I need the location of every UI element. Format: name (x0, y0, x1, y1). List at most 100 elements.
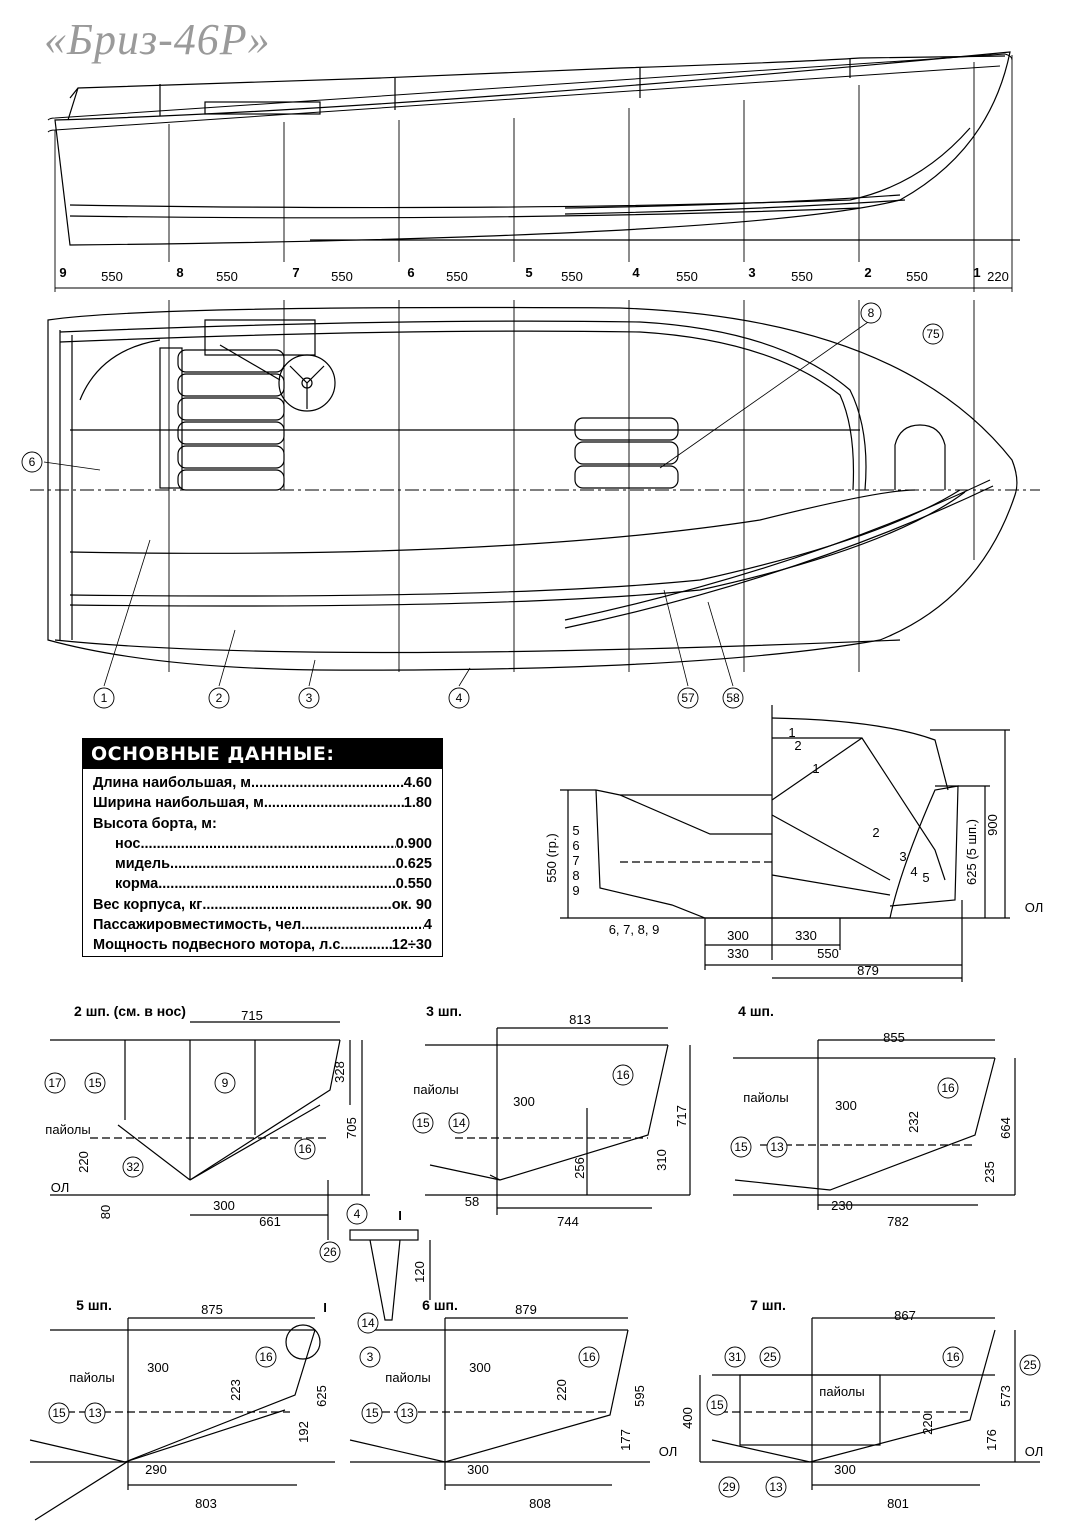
bp-frame-left: 6 (572, 838, 579, 853)
dim: 120 (412, 1261, 427, 1283)
bp-frame-right: 5 (922, 870, 929, 885)
bp-dim: 550 (817, 946, 839, 961)
dim: 705 (344, 1117, 359, 1139)
bp-dim: 330 (727, 946, 749, 961)
fender-blocks (47, 53, 1013, 133)
dim: 573 (998, 1385, 1013, 1407)
bp-ol: ОЛ (1025, 900, 1044, 915)
callout: 17 (48, 1076, 62, 1090)
bp-frame-right: 3 (899, 849, 906, 864)
bp-bottom-label: 6, 7, 8, 9 (609, 922, 660, 937)
callout: 15 (734, 1140, 748, 1154)
station-spacing: 550 (446, 269, 468, 284)
station-number: 2 (864, 265, 871, 280)
station-spacing: 550 (676, 269, 698, 284)
callout: 15 (52, 1406, 66, 1420)
station-number: 7 (292, 265, 299, 280)
station-number: 3 (748, 265, 755, 280)
bp-frame-right: 2 (794, 738, 801, 753)
callout: 32 (126, 1160, 140, 1174)
label: пайолы (413, 1082, 458, 1097)
section-3 (425, 1027, 691, 1215)
dim: 875 (201, 1302, 223, 1317)
dim: 220 (76, 1151, 91, 1173)
label: ОЛ (1025, 1444, 1044, 1459)
callout-1: 1 (101, 691, 108, 705)
callout: 15 (710, 1398, 724, 1412)
section-title: 2 шп. (см. в нос) (74, 1003, 186, 1019)
bp-dim-vert: 550 (гр.) (544, 833, 559, 883)
spec-row: Высота борта, м: (93, 815, 217, 832)
callout: 25 (763, 1350, 777, 1364)
section-7 (699, 1317, 1040, 1490)
dim: 256 (572, 1157, 587, 1179)
dim: 300 (469, 1360, 491, 1375)
spec-row: мидель0.625 (93, 854, 432, 874)
station-number: 1 (973, 265, 980, 280)
station-number: 5 (525, 265, 532, 280)
dim: 290 (145, 1462, 167, 1477)
callout: 13 (770, 1140, 784, 1154)
station-spacing: 550 (906, 269, 928, 284)
callout: 14 (452, 1116, 466, 1130)
bp-frame-right: 1 (788, 725, 795, 740)
callout-2: 2 (216, 691, 223, 705)
station-spacing-last: 220 (987, 269, 1009, 284)
callout: 29 (722, 1480, 736, 1494)
label: пайолы (819, 1384, 864, 1399)
dim: 661 (259, 1214, 281, 1229)
detail-marker: I (323, 1300, 327, 1315)
dim: 664 (998, 1117, 1013, 1139)
callout: 4 (354, 1207, 361, 1221)
dim: 625 (314, 1385, 329, 1407)
spec-row: Вес корпуса, кг ок. 90 (93, 895, 432, 915)
callout-3: 3 (306, 691, 313, 705)
callout: 13 (400, 1406, 414, 1420)
callout: 25 (1023, 1358, 1037, 1372)
station-number: 6 (407, 265, 414, 280)
callout: 15 (88, 1076, 102, 1090)
label: ОЛ (51, 1180, 70, 1195)
detail-title: I (398, 1208, 402, 1223)
bp-dim: 330 (795, 928, 817, 943)
callout: 3 (367, 1350, 374, 1364)
dim: 177 (618, 1429, 633, 1451)
label: пайолы (385, 1370, 430, 1385)
bp-frame-right: 1 (812, 761, 819, 776)
dim: 300 (835, 1098, 857, 1113)
spec-row: Мощность подвесного мотора, л.с. 12÷30 (93, 935, 432, 955)
seat-cushions-mid (574, 417, 679, 489)
dim: 782 (887, 1214, 909, 1229)
callout: 16 (298, 1142, 312, 1156)
specs-heading: ОСНОВНЫЕ ДАННЫЕ: (83, 739, 442, 769)
spec-row: нос 0.900 (93, 834, 432, 854)
specs-table: ОСНОВНЫЕ ДАННЫЕ: Длина наибольшая, м 4.6… (82, 738, 443, 957)
label: пайолы (743, 1090, 788, 1105)
callout: 9 (222, 1076, 229, 1090)
section-title: 5 шп. (76, 1297, 112, 1313)
dim: 744 (557, 1214, 579, 1229)
dim: 855 (883, 1030, 905, 1045)
dim: 220 (920, 1413, 935, 1435)
station-number: 9 (59, 265, 66, 280)
section-title: 6 шп. (422, 1297, 458, 1313)
bp-dim: 879 (857, 963, 879, 978)
dim: 808 (529, 1496, 551, 1511)
callout: 13 (88, 1406, 102, 1420)
spec-row: Длина наибольшая, м 4.60 (93, 773, 432, 793)
label: пайолы (69, 1370, 114, 1385)
dim: 595 (632, 1385, 647, 1407)
callout: 15 (416, 1116, 430, 1130)
callout: 16 (941, 1081, 955, 1095)
spec-row: Пассажировместимость, чел. 4 (93, 915, 432, 935)
callout-75: 75 (926, 327, 940, 341)
dim: 232 (906, 1111, 921, 1133)
section-title: 3 шп. (426, 1003, 462, 1019)
detail-I (349, 1229, 431, 1321)
bp-frame-right: 2 (872, 825, 879, 840)
dim: 223 (228, 1379, 243, 1401)
callout: 16 (259, 1350, 273, 1364)
callout: 13 (769, 1480, 783, 1494)
